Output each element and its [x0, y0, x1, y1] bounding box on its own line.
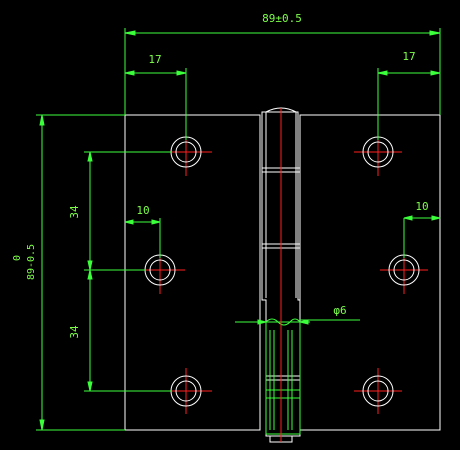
knuckle-outline [261, 111, 301, 437]
hole-bottom-right [362, 375, 394, 407]
dim-pitch-upper: 34 [68, 205, 81, 219]
dimension-labels: 89±0.5 17 17 10 10 φ6 34 34 0 89 -0.5 [12, 12, 429, 339]
mounting-holes [144, 136, 420, 407]
dim-pin-diameter: φ6 [333, 304, 346, 317]
right-leaf [299, 114, 441, 431]
dim-left-edge: 10 [136, 204, 149, 217]
dim-overall-width: 89±0.5 [262, 12, 302, 25]
dim-top-left-offset: 17 [148, 53, 161, 66]
centerlines [138, 108, 428, 442]
dim-height-nominal: 89 [26, 268, 37, 280]
dim-right-edge: 10 [415, 200, 428, 213]
dim-top-right-offset: 17 [402, 50, 415, 63]
dim-pitch-lower: 34 [68, 325, 81, 339]
dimension-lines [36, 28, 441, 431]
dim-height-lower: -0.5 [26, 244, 37, 268]
section-hatch [265, 318, 301, 435]
dim-height-tolerance: 0 [12, 255, 23, 261]
left-leaf [124, 114, 261, 431]
